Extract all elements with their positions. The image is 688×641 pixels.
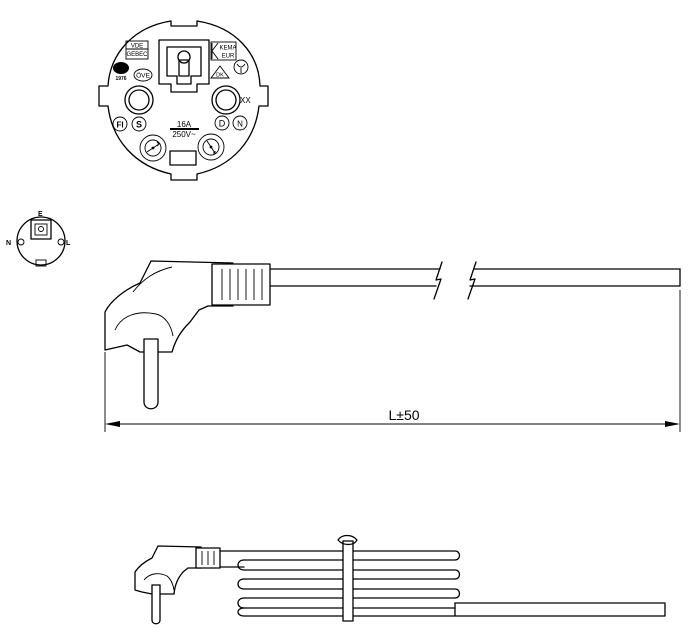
kema-badge	[210, 41, 237, 61]
earth-contact-inner	[166, 46, 202, 85]
coiled-view	[134, 534, 666, 625]
kema-text: KEMA	[219, 46, 236, 52]
eur-text: EUR	[222, 54, 235, 60]
vde-text: VDE	[131, 44, 143, 50]
circle-mark-icon	[233, 59, 249, 75]
dimension-arrow-right	[665, 421, 680, 427]
vde-badge	[125, 40, 149, 60]
break-mark-right	[467, 261, 477, 300]
d-text: D	[219, 119, 226, 129]
bottom-tab	[169, 150, 197, 166]
plug-face-view: VDE GEBEC KEMA EUR 1976 ÖVE DK XX FI S D…	[98, 20, 269, 181]
pin-hole-right	[211, 85, 241, 115]
neutral-label: N	[6, 240, 11, 247]
earth-contact-housing	[158, 39, 210, 93]
plug-pin	[143, 338, 159, 410]
length-label: L±50	[388, 407, 419, 423]
s-mark	[131, 116, 147, 132]
pin-diagram-outline	[16, 216, 66, 266]
s-text: S	[136, 120, 142, 130]
ove-text: ÖVE	[136, 72, 150, 80]
side-view	[104, 260, 681, 410]
kema-k-icon	[211, 42, 219, 60]
pin-hole-left-inner	[128, 89, 150, 111]
n-text: N	[237, 120, 243, 129]
coiled-plug-pin	[151, 584, 161, 625]
pin-hole-left	[124, 85, 154, 115]
coiled-plug-body	[134, 545, 202, 595]
break-mark-left	[433, 261, 443, 300]
pin-diagram-neutral-hole	[17, 238, 25, 246]
d-mark	[214, 115, 230, 131]
earth-clip	[178, 59, 190, 77]
black-seal-icon	[113, 62, 129, 74]
strain-relief	[211, 263, 271, 306]
date-dial-right	[197, 133, 225, 161]
pin-diagram: E N L	[6, 211, 71, 267]
dk-triangle-icon	[210, 65, 230, 79]
year-text: 1976	[115, 76, 126, 82]
dimension-arrow-left	[105, 421, 120, 427]
gebec-text: GEBEC	[126, 52, 148, 58]
pin-diagram-live-hole	[57, 238, 65, 246]
rating-voltage-text: 250V~	[172, 130, 196, 139]
earth-label: E	[38, 211, 43, 218]
cable-tie	[342, 540, 354, 622]
plug-side-rim	[114, 312, 174, 337]
n-mark	[232, 115, 248, 131]
plug-side-body	[104, 260, 234, 353]
fi-mark	[112, 116, 128, 132]
ove-mark	[133, 68, 153, 82]
dk-text: DK	[216, 73, 224, 79]
rating-current-text: 16A	[177, 120, 192, 129]
pin-hole-right-inner	[215, 89, 237, 111]
fi-text: FI	[116, 121, 123, 130]
plug-side-highlight	[132, 266, 173, 293]
date-dial-left	[139, 134, 167, 162]
pin-diagram-earth-box	[30, 219, 52, 240]
cable-tie-head	[337, 534, 358, 546]
live-label: L	[66, 240, 71, 247]
dimension-line: L±50	[104, 290, 681, 432]
plug-face-outline	[98, 20, 269, 181]
earth-contact-hole	[177, 50, 191, 64]
xx-text: XX	[240, 96, 251, 105]
